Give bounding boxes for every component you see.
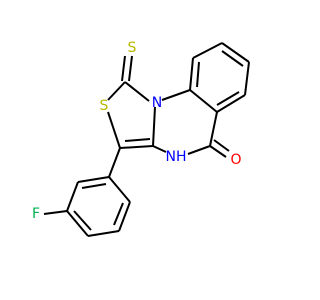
bond-s2-c3 — [107, 111, 121, 149]
bond-c1-s2 — [107, 81, 126, 101]
bond-benzo-4 — [244, 61, 250, 96]
bond-phenyl-5-inner — [113, 202, 124, 226]
bond-n-c9a — [161, 89, 191, 101]
bond-phenyl-5 — [118, 201, 131, 232]
bond-phenyl-6 — [108, 176, 131, 203]
bonds — [43, 42, 250, 237]
bond-c3-phenyl — [108, 147, 121, 178]
ring-nitrogen-label: N — [152, 95, 162, 111]
bond-phenyl-3 — [66, 210, 89, 237]
bond-c3-c3a-inner — [124, 138, 151, 142]
bond-carbonyl-b — [213, 139, 230, 152]
fluorine-label: F — [32, 206, 40, 222]
bond-benzo-5-inner — [216, 91, 240, 106]
bond-benzo-1 — [189, 57, 194, 91]
bond-benzo-2 — [192, 42, 223, 59]
thione-sulfur-label: S — [128, 40, 137, 56]
bond-phenyl-1-inner — [81, 183, 107, 189]
bond-phenyl-1 — [77, 176, 110, 183]
atom-labels: S S N NH O F — [32, 40, 242, 222]
bond-benzo-5 — [216, 94, 246, 113]
bond-carbonyl-a — [209, 145, 227, 158]
bond-c5-n4 — [187, 145, 211, 155]
bond-benzo-1-inner — [196, 61, 200, 88]
bond-c9a-c5a — [189, 89, 218, 113]
bond-c3-c3a — [119, 145, 154, 149]
ring-sulfur-label: S — [100, 98, 109, 114]
bond-c3a-n — [152, 106, 156, 147]
bond-benzo-3-inner — [221, 50, 244, 67]
bond-c-f — [43, 210, 68, 215]
chemical-structure-diagram: S S N NH O F — [32, 40, 250, 237]
bond-thione-double-b — [128, 55, 133, 82]
bond-phenyl-3-inner — [73, 210, 92, 231]
bond-benzo-3 — [221, 42, 250, 63]
carbonyl-oxygen-label: O — [230, 152, 241, 168]
bond-c5a-c5 — [209, 111, 218, 147]
bond-phenyl-4 — [87, 230, 120, 237]
bond-thione-double-a — [121, 55, 126, 82]
bond-n4-c3a — [152, 145, 167, 153]
bond-n-c1 — [124, 81, 150, 102]
amide-nh-label: NH — [166, 149, 187, 165]
bond-phenyl-2 — [66, 181, 79, 212]
